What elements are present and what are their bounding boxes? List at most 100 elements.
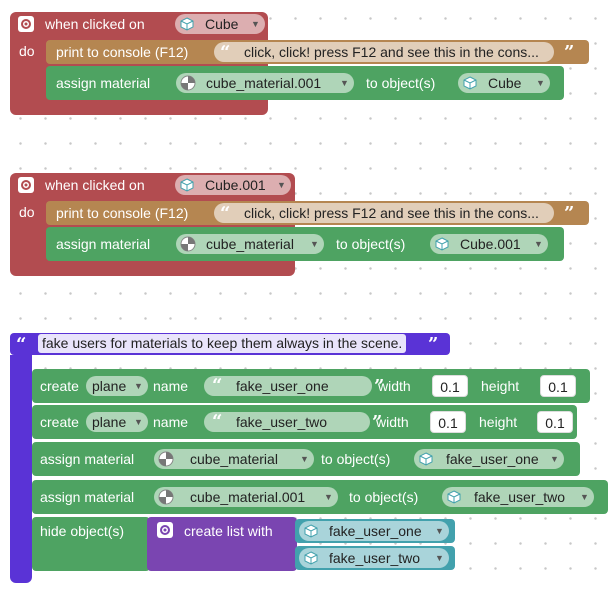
gear-icon[interactable]	[18, 177, 34, 193]
chevron-down-icon: ▼	[536, 78, 545, 88]
chevron-down-icon: ▼	[435, 526, 444, 536]
print-block[interactable]: print to console (F12) “ click, click! p…	[46, 201, 589, 225]
create-plane-block[interactable]: create plane ▼ name “ fake_user_one ” wi…	[32, 369, 590, 403]
target-object-name: Cube.001	[460, 236, 521, 252]
assign-label: assign material	[56, 236, 151, 252]
print-label: print to console (F12)	[56, 44, 189, 60]
open-quote-icon: “	[220, 42, 231, 63]
do-label: do	[19, 204, 35, 220]
print-label: print to console (F12)	[56, 205, 189, 221]
hide-label: hide object(s)	[40, 523, 125, 539]
do-label: do	[19, 43, 35, 59]
material-icon	[180, 75, 196, 91]
shape-type-dropdown[interactable]: plane ▼	[86, 412, 148, 432]
object-name: fake_user_one	[236, 378, 329, 394]
assign-block[interactable]: assign material cube_material ▼ to objec…	[32, 442, 580, 476]
material-name: cube_material	[206, 236, 294, 252]
create-label: create	[40, 378, 79, 394]
chevron-down-icon: ▼	[277, 180, 286, 190]
name-label: name	[153, 414, 189, 430]
open-quote-icon: “	[16, 334, 27, 355]
cube-icon	[418, 451, 434, 467]
material-dropdown[interactable]: cube_material.001 ▼	[176, 73, 354, 93]
assign-label: assign material	[40, 451, 135, 467]
hide-objects-block[interactable]: hide object(s)	[32, 517, 150, 571]
name-label: name	[153, 378, 189, 394]
target-object-name: fake_user_two	[474, 489, 566, 505]
material-name: cube_material.001	[190, 489, 306, 505]
to-objects-label: to object(s)	[349, 489, 419, 505]
height-input[interactable]: 0.1	[540, 375, 576, 397]
assign-block[interactable]: assign material cube_material.001 ▼ to o…	[46, 66, 564, 100]
string-field[interactable]: “ click, click! press F12 and see this i…	[214, 42, 554, 62]
object-name: fake_user_two	[236, 414, 328, 430]
chevron-down-icon: ▼	[550, 454, 559, 464]
target-object-name: Cube	[488, 75, 522, 91]
create-list-label: create list with	[184, 523, 273, 539]
material-dropdown[interactable]: cube_material ▼	[154, 449, 314, 469]
cube-icon	[179, 177, 195, 193]
object-name: Cube.001	[205, 177, 266, 193]
string-field[interactable]: “ click, click! press F12 and see this i…	[214, 203, 554, 223]
material-icon	[158, 451, 174, 467]
create-list-block[interactable]: create list with	[147, 517, 297, 571]
open-quote-icon: “	[220, 203, 231, 224]
assign-block[interactable]: assign material cube_material ▼ to objec…	[46, 227, 564, 261]
object-dropdown[interactable]: Cube ▼	[175, 14, 265, 34]
chevron-down-icon: ▼	[534, 239, 543, 249]
object-name: fake_user_two	[329, 550, 421, 566]
width-input[interactable]: 0.1	[432, 375, 468, 397]
object-dropdown[interactable]: Cube.001 ▼	[175, 175, 291, 195]
create-label: create	[40, 414, 79, 430]
cube-icon	[446, 489, 462, 505]
shape-type-dropdown[interactable]: plane ▼	[86, 376, 148, 396]
create-plane-block[interactable]: create plane ▼ name “ fake_user_two ” wi…	[32, 405, 577, 439]
material-name: cube_material	[190, 451, 278, 467]
chevron-down-icon: ▼	[251, 19, 260, 29]
width-label: width	[376, 414, 409, 430]
chevron-down-icon: ▼	[324, 492, 333, 502]
print-block[interactable]: print to console (F12) “ click, click! p…	[46, 40, 589, 64]
target-object-dropdown[interactable]: fake_user_one ▼	[414, 449, 564, 469]
cube-icon	[303, 550, 319, 566]
comment-block[interactable]: “ fake users for materials to keep them …	[10, 333, 450, 355]
material-name: cube_material.001	[206, 75, 322, 91]
assign-block[interactable]: assign material cube_material.001 ▼ to o…	[32, 480, 608, 514]
object-name: fake_user_one	[329, 523, 422, 539]
material-dropdown[interactable]: cube_material ▼	[176, 234, 324, 254]
chevron-down-icon: ▼	[435, 553, 444, 563]
target-object-dropdown[interactable]: Cube ▼	[458, 73, 550, 93]
width-input[interactable]: 0.1	[430, 411, 466, 433]
object-dropdown[interactable]: fake_user_one ▼	[299, 521, 449, 541]
comment-text[interactable]: fake users for materials to keep them al…	[38, 334, 407, 353]
open-quote-icon: “	[212, 375, 223, 396]
chevron-down-icon: ▼	[134, 381, 143, 391]
close-quote-icon: ”	[374, 376, 385, 397]
object-dropdown[interactable]: fake_user_two ▼	[299, 548, 449, 568]
name-field[interactable]: “ fake_user_one	[204, 376, 372, 396]
gear-icon[interactable]	[157, 522, 173, 538]
material-dropdown[interactable]: cube_material.001 ▼	[154, 487, 338, 507]
event-label: when clicked on	[45, 16, 145, 32]
cube-icon	[303, 523, 319, 539]
object-value-block[interactable]: fake_user_one ▼	[295, 519, 455, 543]
target-object-dropdown[interactable]: fake_user_two ▼	[442, 487, 594, 507]
to-objects-label: to object(s)	[336, 236, 406, 252]
close-quote-icon: ”	[564, 42, 575, 63]
close-quote-icon: ”	[372, 412, 383, 433]
chevron-down-icon: ▼	[310, 239, 319, 249]
open-quote-icon: “	[212, 411, 223, 432]
height-input[interactable]: 0.1	[537, 411, 573, 433]
name-field[interactable]: “ fake_user_two	[204, 412, 370, 432]
to-objects-label: to object(s)	[366, 75, 436, 91]
gear-icon[interactable]	[18, 16, 34, 32]
chevron-down-icon: ▼	[580, 492, 589, 502]
target-object-name: fake_user_one	[446, 451, 539, 467]
chevron-down-icon: ▼	[340, 78, 349, 88]
material-icon	[180, 236, 196, 252]
target-object-dropdown[interactable]: Cube.001 ▼	[430, 234, 548, 254]
chevron-down-icon: ▼	[300, 454, 309, 464]
print-text: click, click! press F12 and see this in …	[244, 205, 539, 221]
event-label: when clicked on	[45, 177, 145, 193]
object-value-block[interactable]: fake_user_two ▼	[295, 546, 455, 570]
